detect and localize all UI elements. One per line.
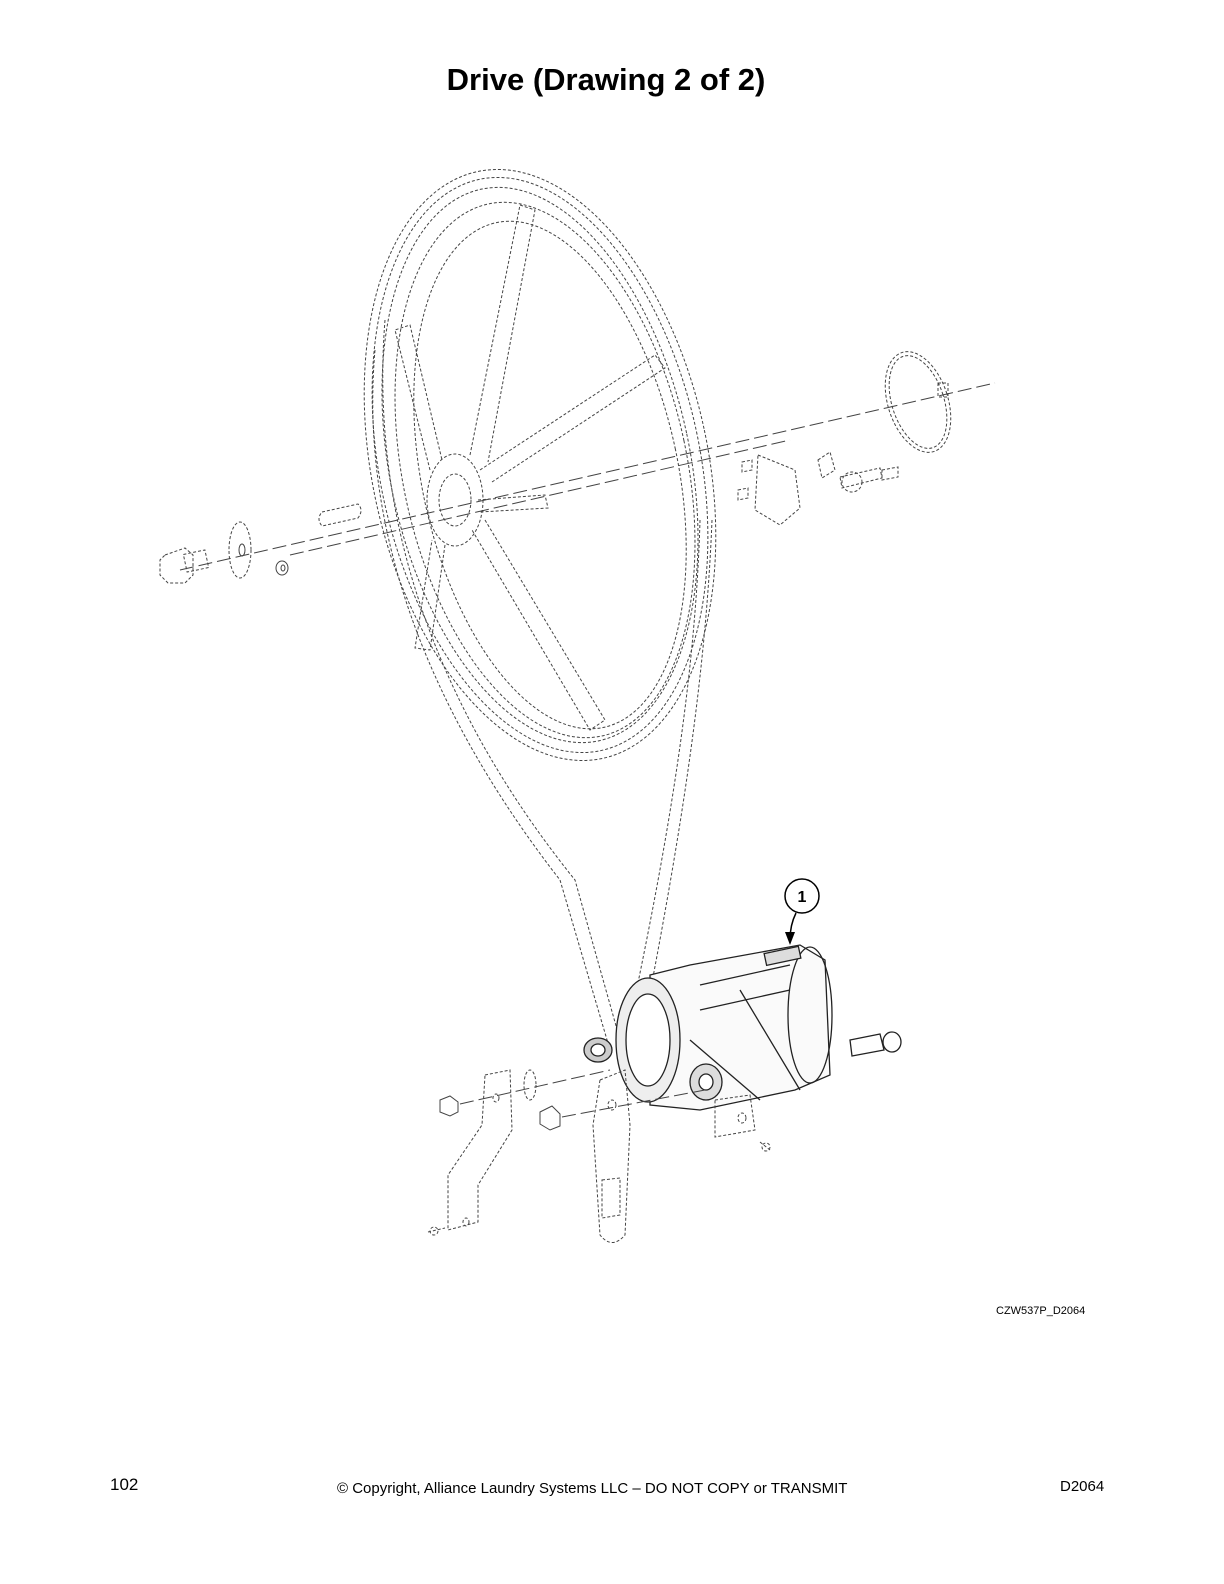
shaft-key xyxy=(318,503,362,527)
mount-hardware xyxy=(439,1069,706,1131)
shaft-axis xyxy=(179,382,996,571)
page-title: Drive (Drawing 2 of 2) xyxy=(446,62,766,97)
shaft-washer xyxy=(228,521,252,579)
callout-1: 1 xyxy=(784,878,820,945)
shaft-bolt xyxy=(159,547,210,584)
callout-number: 1 xyxy=(798,889,807,906)
drawing-code: CZW537P_D2064 xyxy=(996,1305,1086,1317)
drive-pulley xyxy=(363,168,717,762)
left-mount-bracket xyxy=(427,1069,513,1236)
tension-arm xyxy=(592,1069,631,1243)
page-number: 102 xyxy=(110,1475,139,1494)
drive-belt xyxy=(372,319,713,1051)
copyright-notice: © Copyright, Alliance Laundry Systems LL… xyxy=(337,1480,848,1497)
drive-motor xyxy=(583,944,902,1111)
motor-mount-bracket xyxy=(714,1094,771,1152)
document-code: D2064 xyxy=(1060,1478,1105,1495)
hose-clamp xyxy=(884,351,952,453)
shaft-fitting xyxy=(817,451,899,493)
bearing-bracket xyxy=(737,454,801,526)
small-nut xyxy=(275,560,289,576)
